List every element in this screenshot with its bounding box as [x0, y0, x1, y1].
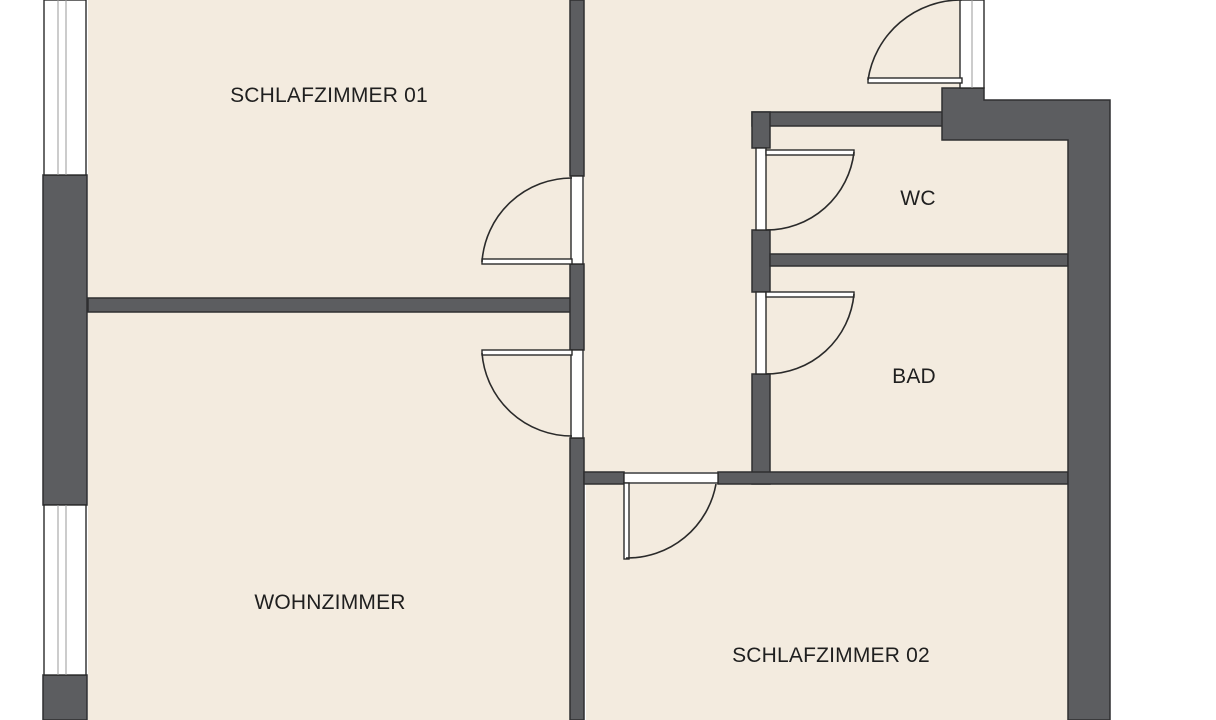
- room-label-schlafzimmer-02: SCHLAFZIMMER 02: [732, 644, 930, 667]
- wall-hall-bottom-right: [717, 471, 1069, 485]
- wall-bad-left-bottom: [751, 373, 771, 485]
- wall-right-corner: [941, 87, 1111, 720]
- left-exterior-wall: [42, 0, 88, 720]
- door-bad-jamb: [755, 291, 767, 375]
- door-schlafzimmer-02-leaf: [623, 482, 630, 560]
- door-wc-swing: [765, 151, 855, 231]
- room-label-wohnzimmer: WOHNZIMMER: [254, 591, 405, 614]
- room-label-schlafzimmer-01: SCHLAFZIMMER 01: [230, 84, 428, 107]
- wall-center-bottom: [569, 437, 585, 720]
- door-schlafzimmer-02-jamb: [623, 472, 719, 484]
- door-schlafzimmer-01-jamb: [570, 175, 584, 265]
- doors: [481, 0, 963, 560]
- door-bad-leaf: [765, 291, 855, 298]
- interior-walls: [87, 0, 1069, 720]
- door-wc-jamb: [755, 147, 767, 231]
- wall-bedroom-living-divider: [87, 297, 573, 313]
- floor-wc: [770, 126, 1068, 254]
- floor-bad: [770, 266, 1068, 472]
- wall-center-mid: [569, 263, 585, 351]
- wall-left-middle: [42, 174, 88, 506]
- floor-areas: [88, 0, 1068, 720]
- room-label-wc: WC: [900, 187, 935, 210]
- door-schlafzimmer-02-swing: [625, 483, 717, 559]
- wall-wc-left-mid: [751, 229, 771, 293]
- floor-wohnzimmer: [88, 312, 572, 720]
- door-schlafzimmer-01-swing: [481, 177, 573, 263]
- window-left-top: [43, 0, 87, 176]
- door-entrance-swing: [867, 0, 962, 81]
- door-wohnzimmer-swing: [481, 352, 573, 437]
- floor-schlafzimmer-02: [586, 484, 1068, 720]
- wall-wc-left-top: [751, 111, 771, 149]
- door-wohnzimmer-leaf: [481, 349, 573, 356]
- wall-center-top: [569, 0, 585, 177]
- door-entrance-leaf: [867, 77, 963, 84]
- wall-left-bottom: [42, 674, 88, 720]
- right-exterior-wall: [941, 0, 1111, 720]
- window-left-bottom: [43, 504, 87, 676]
- wall-wc-top: [751, 111, 945, 127]
- room-label-bad: BAD: [892, 365, 936, 388]
- door-wohnzimmer-jamb: [570, 349, 584, 439]
- wall-hall-bottom-left: [583, 471, 625, 485]
- door-schlafzimmer-01-leaf: [481, 258, 573, 265]
- room-labels: SCHLAFZIMMER 01 WC BAD WOHNZIMMER SCHLAF…: [230, 84, 936, 667]
- door-bad-swing: [765, 293, 855, 375]
- wall-wc-bad-divider: [769, 253, 1069, 267]
- floor-schlafzimmer-01: [88, 0, 572, 298]
- door-wc-leaf: [765, 149, 855, 156]
